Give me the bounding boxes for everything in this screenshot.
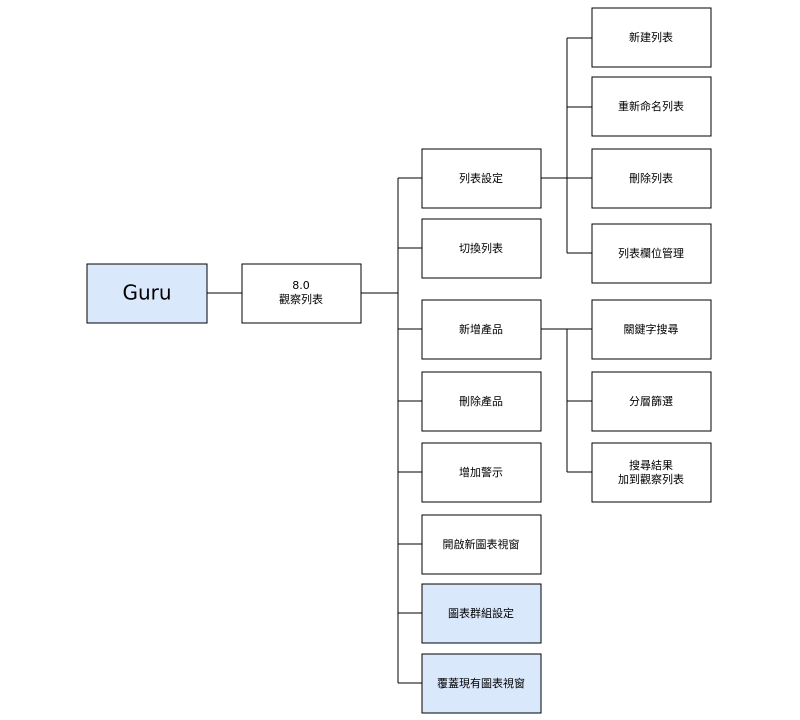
node-add-alert-label: 增加警示 [459, 465, 503, 479]
node-root-label: Guru [122, 281, 171, 305]
node-keyword-search[interactable]: 關鍵字搜尋 [591, 299, 712, 360]
node-list-settings-box [421, 148, 542, 209]
node-new-list-label: 新建列表 [629, 30, 673, 44]
node-add-product-box [421, 299, 542, 360]
node-open-chart-window-box [421, 514, 542, 575]
node-keyword-search-label: 關鍵字搜尋 [624, 322, 679, 336]
node-rename-list-box [591, 76, 712, 137]
node-list-column-mgmt-label: 列表欄位管理 [618, 246, 684, 260]
node-watchlist-label-line1: 8.0 [292, 279, 310, 292]
node-switch-list[interactable]: 切換列表 [421, 218, 542, 279]
node-add-alert[interactable]: 增加警示 [421, 442, 542, 503]
node-switch-list-label: 切換列表 [459, 241, 503, 255]
node-add-alert-box [421, 442, 542, 503]
node-delete-list-box [591, 148, 712, 209]
node-delete-list-label: 刪除列表 [629, 171, 673, 185]
node-overwrite-chart-window-box [421, 653, 542, 714]
node-add-product[interactable]: 新增產品 [421, 299, 542, 360]
node-add-product-label: 新增產品 [459, 322, 503, 336]
node-rename-list[interactable]: 重新命名列表 [591, 76, 712, 137]
node-delete-product-box [421, 371, 542, 432]
node-search-results-label-line2: 加到觀察列表 [618, 472, 684, 486]
node-search-results-box [591, 442, 712, 503]
node-search-results-label-line1: 搜尋結果 [629, 458, 673, 472]
node-list-settings-label: 列表設定 [459, 171, 503, 185]
node-chart-group-settings-label: 圖表群組設定 [448, 606, 514, 620]
node-rename-list-label: 重新命名列表 [618, 99, 684, 113]
node-tier-filter[interactable]: 分層篩選 [591, 371, 712, 432]
node-keyword-search-box [591, 299, 712, 360]
node-overwrite-chart-window-label: 覆蓋現有圖表視窗 [437, 676, 525, 690]
node-open-chart-window-label: 開啟新圖表視窗 [443, 537, 520, 551]
node-watchlist[interactable]: 8.0 觀察列表 [241, 263, 362, 324]
node-open-chart-window[interactable]: 開啟新圖表視窗 [421, 514, 542, 575]
node-root-box [86, 263, 208, 324]
node-root[interactable]: Guru [86, 263, 208, 324]
node-tier-filter-label: 分層篩選 [629, 394, 673, 408]
node-list-settings[interactable]: 列表設定 [421, 148, 542, 209]
node-watchlist-label-line2: 觀察列表 [279, 292, 323, 306]
node-delete-product-label: 刪除產品 [459, 394, 503, 408]
node-new-list-box [591, 7, 712, 68]
node-chart-group-settings[interactable]: 圖表群組設定 [421, 583, 542, 644]
node-list-column-mgmt[interactable]: 列表欄位管理 [591, 223, 712, 284]
node-delete-list[interactable]: 刪除列表 [591, 148, 712, 209]
node-overwrite-chart-window[interactable]: 覆蓋現有圖表視窗 [421, 653, 542, 714]
node-list-column-mgmt-box [591, 223, 712, 284]
node-chart-group-settings-box [421, 583, 542, 644]
node-new-list[interactable]: 新建列表 [591, 7, 712, 68]
node-delete-product[interactable]: 刪除產品 [421, 371, 542, 432]
node-tier-filter-box [591, 371, 712, 432]
node-watchlist-box [241, 263, 362, 324]
node-search-results[interactable]: 搜尋結果 加到觀察列表 [591, 442, 712, 503]
connectors [207, 37, 592, 684]
node-switch-list-box [421, 218, 542, 279]
